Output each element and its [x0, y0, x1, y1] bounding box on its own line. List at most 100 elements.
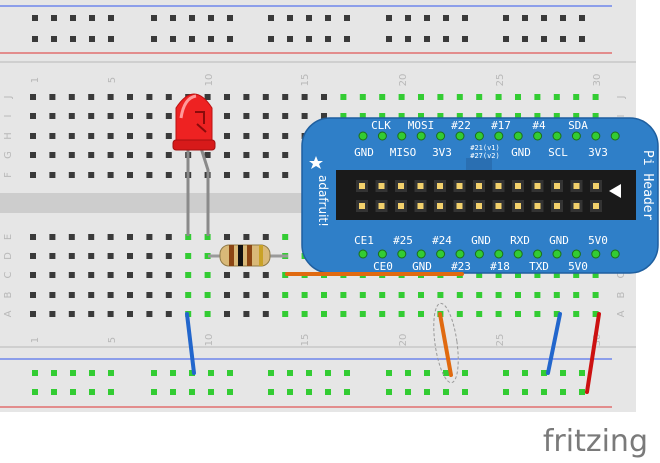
- breadboard-hole[interactable]: [170, 370, 176, 376]
- breadboard-hole[interactable]: [189, 389, 195, 395]
- breadboard-hole[interactable]: [224, 234, 230, 240]
- breadboard-hole[interactable]: [68, 234, 75, 240]
- breadboard-hole[interactable]: [204, 234, 211, 240]
- breadboard-hole[interactable]: [456, 292, 463, 298]
- breadboard-hole[interactable]: [127, 253, 133, 259]
- breadboard-hole[interactable]: [170, 36, 176, 42]
- breadboard-hole[interactable]: [424, 15, 430, 21]
- breadboard-hole[interactable]: [325, 389, 331, 395]
- breadboard-hole[interactable]: [30, 172, 36, 178]
- breadboard-hole[interactable]: [476, 272, 483, 278]
- breadboard-hole[interactable]: [146, 133, 153, 139]
- breadboard-hole[interactable]: [379, 94, 386, 100]
- header-pin[interactable]: [437, 203, 443, 209]
- breadboard-hole[interactable]: [386, 389, 392, 395]
- breadboard-hole[interactable]: [243, 94, 250, 100]
- header-pin[interactable]: [573, 183, 580, 189]
- breadboard-hole[interactable]: [592, 113, 599, 119]
- red-led[interactable]: [172, 93, 216, 236]
- breadboard-hole[interactable]: [243, 133, 250, 139]
- breadboard-hole[interactable]: [534, 272, 541, 278]
- breadboard-hole[interactable]: [68, 113, 75, 119]
- breadboard-hole[interactable]: [68, 253, 75, 259]
- breadboard-hole[interactable]: [386, 36, 392, 42]
- breadboard-hole[interactable]: [68, 133, 75, 139]
- breadboard-hole[interactable]: [325, 15, 331, 21]
- breadboard-hole[interactable]: [107, 113, 114, 119]
- breadboard-hole[interactable]: [70, 15, 76, 21]
- header-pin[interactable]: [593, 183, 599, 189]
- header-pin[interactable]: [359, 203, 365, 209]
- breadboard-hole[interactable]: [127, 292, 133, 298]
- breadboard-hole[interactable]: [127, 272, 133, 278]
- breadboard-hole[interactable]: [165, 152, 172, 158]
- breadboard-hole[interactable]: [534, 113, 541, 119]
- breadboard-hole[interactable]: [541, 36, 547, 42]
- breadboard-hole[interactable]: [243, 152, 250, 158]
- breadboard-hole[interactable]: [88, 311, 95, 317]
- breadboard-hole[interactable]: [592, 272, 599, 278]
- breadboard-hole[interactable]: [344, 389, 350, 395]
- header-pin[interactable]: [554, 203, 560, 209]
- breadboard-hole[interactable]: [49, 234, 56, 240]
- breadboard-hole[interactable]: [515, 272, 521, 278]
- breadboard-hole[interactable]: [325, 370, 331, 376]
- breadboard-hole[interactable]: [88, 172, 95, 178]
- breadboard-hole[interactable]: [560, 36, 566, 42]
- breadboard-hole[interactable]: [522, 370, 528, 376]
- breadboard-hole[interactable]: [89, 370, 95, 376]
- breadboard-hole[interactable]: [282, 133, 289, 139]
- breadboard-hole[interactable]: [398, 94, 405, 100]
- breadboard-hole[interactable]: [306, 370, 312, 376]
- breadboard-hole[interactable]: [146, 234, 153, 240]
- breadboard-hole[interactable]: [437, 113, 444, 119]
- breadboard-hole[interactable]: [321, 113, 327, 119]
- breadboard-hole[interactable]: [107, 172, 114, 178]
- breadboard-hole[interactable]: [443, 36, 449, 42]
- breadboard-hole[interactable]: [146, 253, 153, 259]
- breadboard-hole[interactable]: [522, 15, 528, 21]
- breadboard-hole[interactable]: [282, 94, 289, 100]
- breadboard-hole[interactable]: [88, 133, 95, 139]
- breadboard-hole[interactable]: [462, 36, 468, 42]
- breadboard-hole[interactable]: [592, 311, 599, 317]
- breadboard-hole[interactable]: [386, 15, 392, 21]
- breadboard-hole[interactable]: [359, 94, 366, 100]
- breadboard-hole[interactable]: [243, 234, 250, 240]
- breadboard-hole[interactable]: [573, 311, 580, 317]
- breadboard-hole[interactable]: [456, 311, 463, 317]
- breadboard-hole[interactable]: [165, 113, 172, 119]
- breadboard-hole[interactable]: [170, 15, 176, 21]
- breadboard-hole[interactable]: [68, 152, 75, 158]
- breadboard-hole[interactable]: [553, 113, 560, 119]
- breadboard-hole[interactable]: [224, 152, 230, 158]
- breadboard-hole[interactable]: [553, 311, 560, 317]
- breadboard-hole[interactable]: [503, 389, 509, 395]
- breadboard-hole[interactable]: [185, 234, 192, 240]
- breadboard-hole[interactable]: [443, 15, 449, 21]
- breadboard-hole[interactable]: [579, 389, 585, 395]
- breadboard-hole[interactable]: [262, 292, 269, 298]
- breadboard-hole[interactable]: [68, 311, 75, 317]
- breadboard-hole[interactable]: [185, 292, 192, 298]
- breadboard-hole[interactable]: [437, 94, 444, 100]
- breadboard-hole[interactable]: [282, 172, 289, 178]
- breadboard-hole[interactable]: [88, 234, 95, 240]
- breadboard-hole[interactable]: [30, 113, 36, 119]
- breadboard-hole[interactable]: [579, 370, 585, 376]
- breadboard-hole[interactable]: [456, 113, 463, 119]
- header-pin[interactable]: [417, 183, 424, 189]
- breadboard-hole[interactable]: [224, 272, 230, 278]
- breadboard-hole[interactable]: [306, 389, 312, 395]
- header-pin[interactable]: [378, 183, 385, 189]
- breadboard-hole[interactable]: [243, 272, 250, 278]
- breadboard-hole[interactable]: [325, 36, 331, 42]
- breadboard-hole[interactable]: [268, 370, 274, 376]
- breadboard-hole[interactable]: [287, 389, 293, 395]
- breadboard-hole[interactable]: [340, 292, 347, 298]
- breadboard-hole[interactable]: [165, 94, 172, 100]
- breadboard-hole[interactable]: [224, 172, 230, 178]
- breadboard-hole[interactable]: [534, 292, 541, 298]
- breadboard-hole[interactable]: [534, 94, 541, 100]
- breadboard-hole[interactable]: [462, 370, 468, 376]
